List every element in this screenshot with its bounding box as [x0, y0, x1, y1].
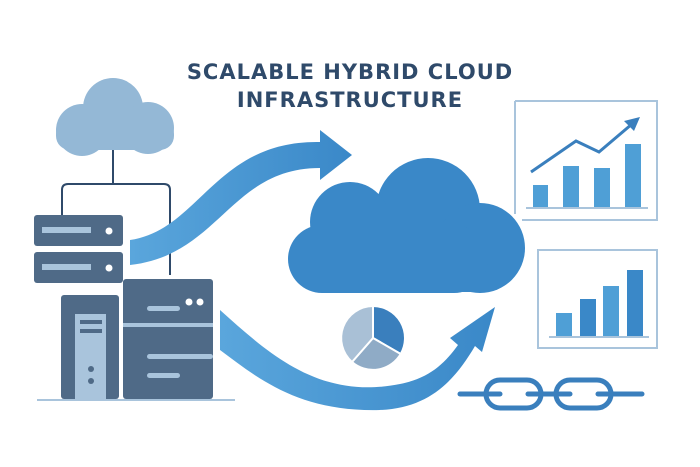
pie-chart-icon — [340, 304, 406, 371]
title-line-2: INFRASTRUCTURE — [236, 88, 464, 112]
line-bar-chart-icon — [514, 100, 658, 221]
network-connector — [61, 150, 171, 275]
bar-chart-icon — [537, 249, 658, 349]
arrow-icon — [130, 130, 495, 411]
server-rack-icon — [34, 215, 123, 283]
storage-server-icon — [37, 279, 235, 401]
title-line-1: SCALABLE HYBRID CLOUD — [186, 60, 514, 84]
chain-link-icon — [457, 377, 645, 411]
big-cloud-icon — [288, 158, 525, 293]
tower-server-icon — [61, 295, 119, 399]
small-cloud-icon — [56, 78, 174, 156]
